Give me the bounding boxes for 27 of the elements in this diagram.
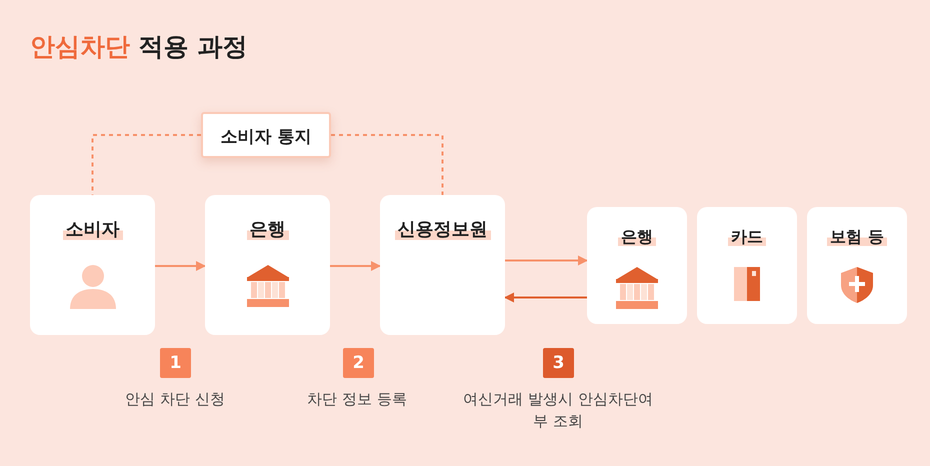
institution-card xyxy=(697,207,797,324)
dotted-connector xyxy=(331,134,444,195)
arrow xyxy=(505,256,588,266)
arrow xyxy=(155,261,206,271)
institution-card xyxy=(380,195,505,335)
card-heading: 카드 xyxy=(728,227,766,246)
title: 안심차단 적용 과정 xyxy=(30,31,248,63)
step-caption: 안심 차단 신청 xyxy=(124,389,226,410)
card-heading: 은행 xyxy=(246,219,288,240)
card-heading: 은행 xyxy=(618,227,656,246)
card-heading: 보험 등 xyxy=(827,227,887,246)
arrow xyxy=(504,292,587,302)
institution-card xyxy=(30,195,155,335)
step-number: 2 xyxy=(343,348,374,378)
institution-card xyxy=(205,195,330,335)
arrow xyxy=(330,261,381,271)
dotted-connector xyxy=(92,134,201,195)
institution-card xyxy=(587,207,687,324)
card-heading: 소비자 xyxy=(62,219,122,240)
institution-card xyxy=(807,207,907,324)
step-number: 1 xyxy=(160,348,191,378)
step-number: 3 xyxy=(543,348,574,378)
step-caption: 차단 정보 등록 xyxy=(306,389,408,410)
notice-label: 소비자 통지 xyxy=(220,127,312,147)
notice-box xyxy=(201,112,331,158)
card-heading: 신용정보원 xyxy=(394,219,490,240)
step-caption: 여신거래 발생시 안심차단여부 조회 xyxy=(462,389,654,432)
